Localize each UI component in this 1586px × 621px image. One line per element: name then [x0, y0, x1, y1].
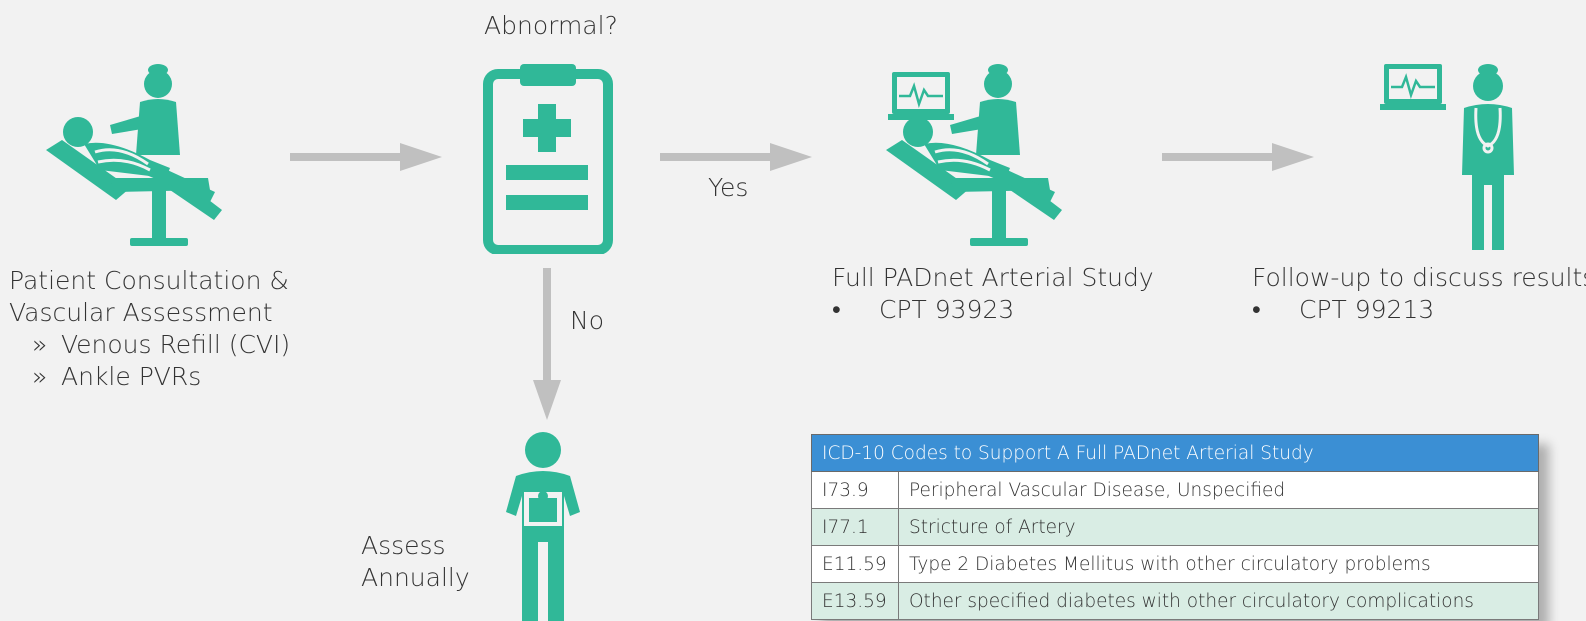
arterial-study-title: Full PADnet Arterial Study — [832, 263, 1154, 292]
icd-description: Stricture of Artery — [898, 508, 1539, 546]
consultation-item-label: Ankle PVRs — [61, 362, 202, 391]
icd-code: I77.1 — [811, 508, 899, 546]
icd-code: E11.59 — [811, 545, 899, 583]
arrow-yes — [660, 143, 812, 171]
no-label: No — [570, 306, 604, 335]
clipboard-icon — [483, 64, 613, 254]
arrow-no — [533, 268, 561, 420]
arterial-study-icon — [886, 64, 1062, 246]
table-row: E11.59 Type 2 Diabetes Mellitus with oth… — [811, 545, 1539, 583]
consultation-title-2: Vascular Assessment — [9, 298, 273, 327]
yes-label: Yes — [708, 173, 749, 202]
follow-up-text: Follow-up to discuss results • CPT 99213 — [1252, 262, 1586, 326]
icd-description: Type 2 Diabetes Mellitus with other circ… — [898, 545, 1539, 583]
icd-codes-table: ICD-10 Codes to Support A Full PADnet Ar… — [811, 434, 1539, 620]
icd-code: E13.59 — [811, 582, 899, 620]
arrow-1 — [290, 143, 442, 171]
table-header: ICD-10 Codes to Support A Full PADnet Ar… — [811, 434, 1539, 472]
follow-up-title: Follow-up to discuss results — [1252, 263, 1586, 292]
bullet: • — [832, 295, 841, 324]
arterial-study-text: Full PADnet Arterial Study • CPT 93923 — [832, 262, 1154, 326]
arterial-study-item: • CPT 93923 — [832, 294, 1154, 326]
patient-consultation-icon — [46, 64, 222, 246]
table-row: E13.59 Other specified diabetes with oth… — [811, 582, 1539, 620]
annual-assessment-icon — [506, 432, 580, 621]
follow-up-item: • CPT 99213 — [1252, 294, 1586, 326]
follow-up-code: CPT 99213 — [1299, 295, 1435, 324]
table-row: I73.9 Peripheral Vascular Disease, Unspe… — [811, 471, 1539, 509]
consultation-item: » Venous Refill (CVI) — [9, 329, 290, 361]
list-marker: » — [32, 362, 48, 391]
list-marker: » — [32, 330, 48, 359]
icd-code: I73.9 — [811, 471, 899, 509]
consultation-title-1: Patient Consultation & — [9, 266, 289, 295]
bullet: • — [1252, 295, 1261, 324]
consultation-item: » Ankle PVRs — [9, 361, 290, 393]
icd-description: Peripheral Vascular Disease, Unspecified — [898, 471, 1539, 509]
consultation-item-label: Venous Refill (CVI) — [61, 330, 291, 359]
doctor-follow-up-icon — [1380, 64, 1514, 250]
icd-description: Other specified diabetes with other circ… — [898, 582, 1539, 620]
annual-text: Assess Annually — [361, 530, 470, 594]
table-row: I77.1 Stricture of Artery — [811, 508, 1539, 546]
annual-line-1: Assess — [361, 531, 446, 560]
decision-question: Abnormal? — [484, 11, 618, 40]
consultation-text: Patient Consultation & Vascular Assessme… — [9, 265, 290, 393]
arrow-3 — [1162, 143, 1314, 171]
annual-line-2: Annually — [361, 563, 470, 592]
arterial-study-code: CPT 93923 — [879, 295, 1015, 324]
